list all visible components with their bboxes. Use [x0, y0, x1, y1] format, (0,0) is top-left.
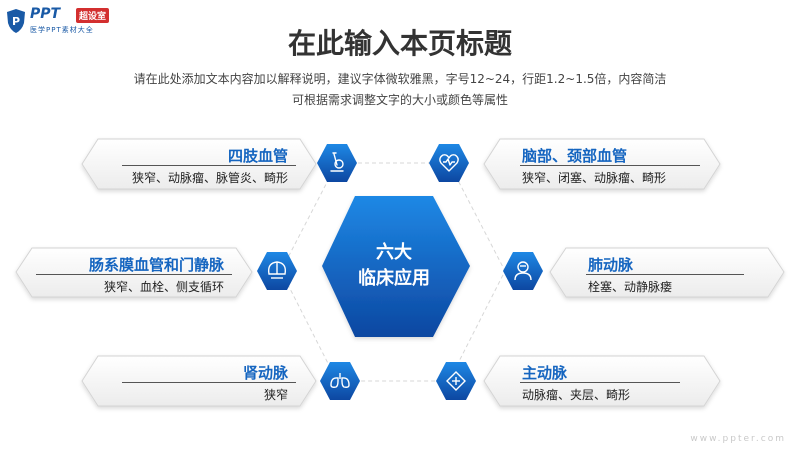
card-pulmonary-artery: 肺动脉 栓塞、动静脉瘘 [566, 248, 784, 298]
card-title: 四肢血管 [227, 147, 288, 165]
card-title: 主动脉 [522, 364, 568, 382]
card-brain-neck-vessels: 脑部、颈部血管 狭窄、闭塞、动脉瘤、畸形 [500, 139, 720, 189]
card-divider [122, 382, 296, 383]
subtitle-line-1: 请在此处添加文本内容加以解释说明，建议字体微软雅黑，字号12~24，行距1.2~… [133, 72, 667, 86]
logo-brand: PPT [30, 6, 61, 22]
card-bg-1 [81, 138, 317, 190]
card-divider [122, 165, 296, 166]
card-description: 狭窄、闭塞、动脉瘤、畸形 [522, 171, 667, 185]
card-renal-artery: 肾动脉 狭窄 [82, 356, 316, 406]
watermark: www.ppter.com [690, 434, 786, 444]
heart-pulse-icon [429, 144, 469, 182]
card-divider [586, 274, 744, 275]
shield-icon: P [7, 9, 25, 33]
card-description: 狭窄、血栓、侧支循环 [103, 280, 224, 294]
svg-text:P: P [12, 15, 20, 28]
card-title: 肾动脉 [242, 364, 288, 382]
card-divider [520, 165, 700, 166]
lungs-icon [320, 362, 360, 400]
logo-tagline: 医学PPT素材大全 [30, 26, 94, 34]
card-mesenteric-portal: 肠系膜血管和门静脉 狭窄、血栓、侧支循环 [16, 248, 252, 298]
card-bg-5 [81, 355, 317, 407]
card-description: 狭窄 [263, 388, 288, 402]
card-divider [520, 382, 680, 383]
card-title: 肺动脉 [588, 256, 634, 274]
card-bg-3 [15, 247, 253, 298]
card-description: 栓塞、动静脉瘘 [588, 280, 673, 294]
brain-icon [257, 252, 297, 290]
subtitle-line-2: 可根据需求调整文字的大小或颜色等属性 [291, 93, 508, 107]
card-divider [36, 274, 232, 275]
doctor-icon [503, 252, 543, 290]
center-label-line-2: 临床应用 [358, 268, 430, 289]
card-bg-2 [483, 138, 721, 190]
card-description: 狭窄、动脉瘤、脉管炎、畸形 [131, 171, 288, 185]
center-hexagon [322, 196, 470, 337]
card-description: 动脉瘤、夹层、畸形 [522, 388, 631, 402]
center-label-line-1: 六大 [376, 242, 412, 263]
page-title: 在此输入本页标题 [287, 27, 512, 60]
card-limb-vessels: 四肢血管 狭窄、动脉瘤、脉管炎、畸形 [82, 139, 316, 189]
logo-badge: 超设室 [76, 8, 110, 23]
medical-cross-icon [436, 362, 476, 400]
center-label: 六大 临床应用 [334, 240, 454, 292]
card-bg-4 [549, 247, 785, 298]
card-bg-6 [483, 355, 721, 407]
card-title: 肠系膜血管和门静脉 [88, 256, 224, 274]
card-title: 脑部、颈部血管 [522, 147, 628, 165]
card-aorta: 主动脉 动脉瘤、夹层、畸形 [500, 356, 720, 406]
logo: P PPT 超设室 医学PPT素材大全 [6, 6, 136, 40]
microscope-icon [317, 144, 357, 182]
